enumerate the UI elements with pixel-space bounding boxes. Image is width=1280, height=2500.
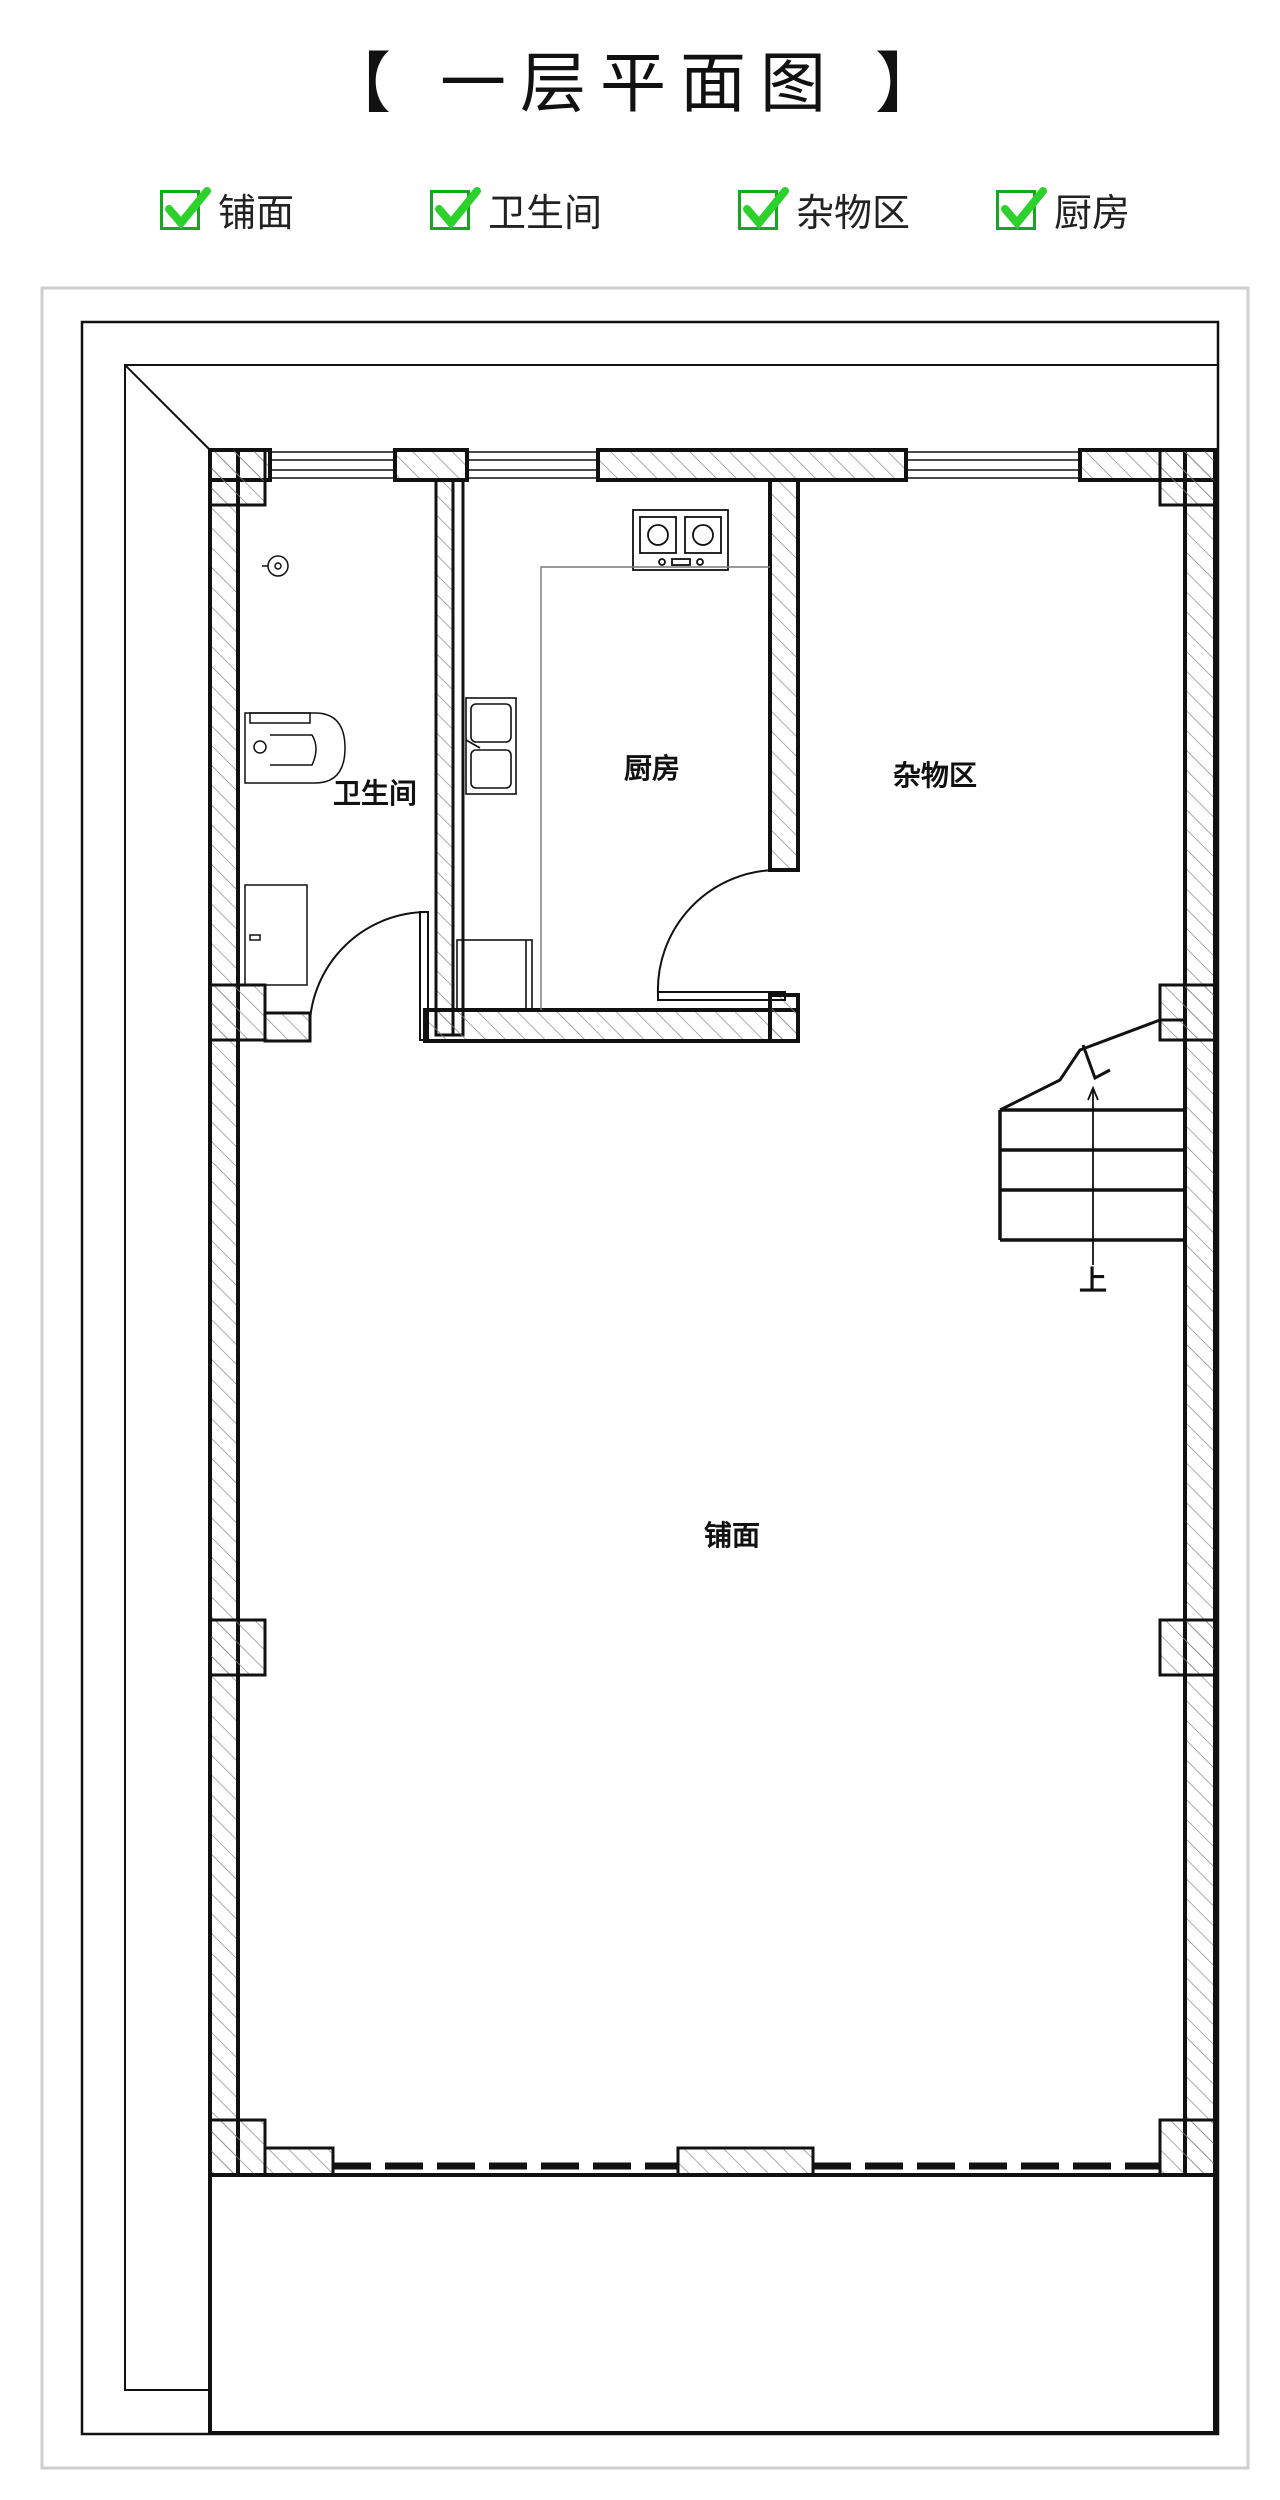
wall-bottom-left xyxy=(263,2146,335,2177)
column xyxy=(1158,448,1217,507)
fridge-icon xyxy=(456,939,533,1011)
room-label-shop: 铺面 xyxy=(704,1519,760,1552)
stove-icon xyxy=(632,509,729,571)
front-porch xyxy=(208,2173,1217,2435)
column xyxy=(208,2118,267,2177)
checkbox-icon xyxy=(430,186,481,230)
window-top-1 xyxy=(269,451,396,479)
room-label-storage: 杂物区 xyxy=(893,759,977,792)
sink-icon xyxy=(465,697,517,795)
column xyxy=(1158,2118,1217,2177)
wall-kitchen-right xyxy=(768,478,800,872)
squat-toilet-icon xyxy=(244,712,346,784)
legend-label: 厨房 xyxy=(1054,191,1131,235)
column xyxy=(1158,983,1217,1042)
room-label-toilet: 卫生间 xyxy=(333,777,417,810)
stair-label-up: 上 xyxy=(1079,1264,1107,1297)
window-top-2 xyxy=(466,451,599,479)
wall-kitchen-left xyxy=(451,478,465,1037)
legend-item-storage: 杂物区 xyxy=(738,182,910,237)
legend-item-toilet: 卫生间 xyxy=(430,182,602,237)
wall-bottom-mid xyxy=(676,2146,815,2177)
wall-toilet-bottom xyxy=(263,1011,312,1043)
legend-label: 卫生间 xyxy=(488,191,603,235)
wall-top-2 xyxy=(393,448,469,482)
door-kitchen xyxy=(656,868,786,1001)
wall-left xyxy=(208,448,240,2177)
legend-label: 杂物区 xyxy=(796,191,911,235)
checkbox-icon xyxy=(160,186,211,230)
wall-toilet-right xyxy=(434,478,455,1037)
wall-top-3 xyxy=(596,448,908,482)
legend-item-kitchen: 厨房 xyxy=(996,182,1130,237)
wall-kitchen-bottom-right xyxy=(768,993,800,1043)
floor-drain-icon xyxy=(262,555,289,577)
column xyxy=(208,983,267,1042)
page-title: 【 一层平面图 】 xyxy=(325,45,955,122)
column xyxy=(1158,1618,1217,1677)
roof-diagonal xyxy=(124,364,211,451)
wall-right xyxy=(1183,448,1217,2177)
room-label-kitchen: 厨房 xyxy=(624,752,680,785)
wall-kitchen-bottom xyxy=(423,1008,800,1043)
outer-frame xyxy=(40,286,1250,2470)
site-boundary xyxy=(80,320,1220,2436)
door-toilet xyxy=(308,910,429,1041)
stair-icon xyxy=(998,1018,1185,1265)
legend-item-shop: 铺面 xyxy=(160,182,294,237)
site-inner-boundary xyxy=(124,364,1218,2391)
checkbox-icon xyxy=(996,186,1047,230)
counter-outline xyxy=(540,566,770,1010)
walls xyxy=(208,448,1217,2177)
legend-label: 铺面 xyxy=(218,191,295,235)
column xyxy=(208,448,267,507)
column xyxy=(208,1618,267,1677)
window-top-3 xyxy=(905,451,1081,479)
washbasin-icon xyxy=(244,884,308,986)
checkbox-icon xyxy=(738,186,789,230)
